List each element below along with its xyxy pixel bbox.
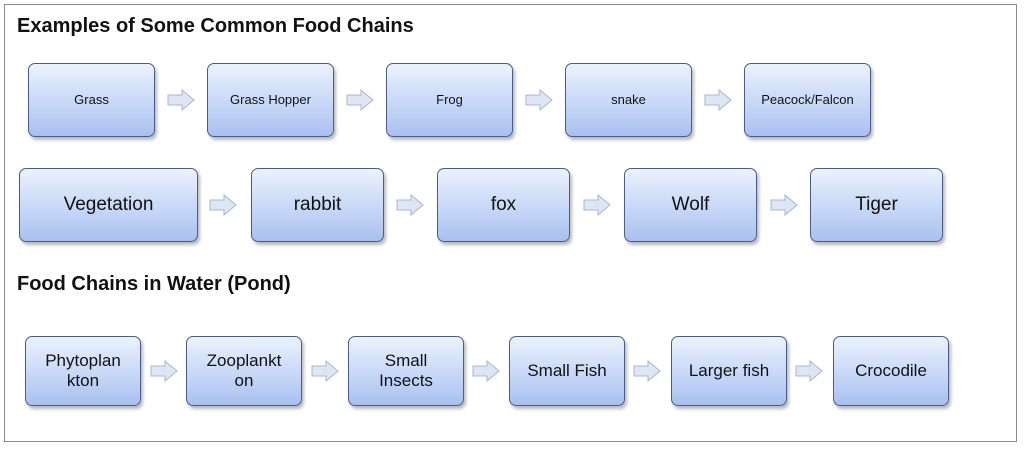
chain-node-label: Frog	[436, 92, 463, 108]
chain-node-label: Small Insects	[379, 350, 433, 390]
right-arrow-icon	[704, 89, 732, 111]
right-arrow-icon	[583, 194, 611, 216]
chain-node-label: Small Fish	[527, 360, 607, 380]
chain-node-wolf: Wolf	[624, 168, 757, 242]
chain-node-frog: Frog	[386, 63, 513, 137]
chain-node-label: Peacock/Falcon	[761, 92, 854, 108]
right-arrow-icon	[472, 360, 500, 382]
chain-node-label: Larger fish	[688, 360, 770, 380]
right-arrow-icon	[795, 360, 823, 382]
chain-node-phytoplankton: Phytoplan kton	[25, 336, 141, 406]
chain-node-label: Tiger	[855, 193, 898, 215]
chain-node-label: rabbit	[293, 193, 342, 215]
heading-common-food-chains: Examples of Some Common Food Chains	[17, 15, 414, 37]
chain-node-grass: Grass	[28, 63, 155, 137]
food-chain-row-grass: Grass Grass Hopper Frog snake Peacock/Fa…	[5, 5, 1016, 441]
chain-node-rabbit: rabbit	[251, 168, 384, 242]
chain-node-fox: fox	[437, 168, 570, 242]
diagram-frame: Examples of Some Common Food Chains Gras…	[4, 4, 1017, 442]
chain-node-label: snake	[611, 92, 646, 108]
chain-node-crocodile: Crocodile	[833, 336, 949, 406]
chain-node-label: Vegetation	[63, 193, 154, 215]
right-arrow-icon	[396, 194, 424, 216]
chain-node-small-insects: Small Insects	[348, 336, 464, 406]
chain-node-vegetation: Vegetation	[19, 168, 198, 242]
chain-node-label: fox	[490, 193, 517, 215]
chain-node-tiger: Tiger	[810, 168, 943, 242]
right-arrow-icon	[167, 89, 195, 111]
right-arrow-icon	[525, 89, 553, 111]
right-arrow-icon	[633, 360, 661, 382]
right-arrow-icon	[346, 89, 374, 111]
food-chain-row-vegetation: Vegetation rabbit fox Wolf Tiger	[5, 5, 1016, 441]
food-chain-row-pond: Phytoplan kton Zooplankt on Small Insect…	[5, 5, 1016, 441]
chain-node-small-fish: Small Fish	[509, 336, 625, 406]
chain-node-snake: snake	[565, 63, 692, 137]
right-arrow-icon	[209, 194, 237, 216]
right-arrow-icon	[150, 360, 178, 382]
chain-node-label: Wolf	[671, 193, 710, 215]
chain-node-larger-fish: Larger fish	[671, 336, 787, 406]
chain-node-label: Phytoplan kton	[45, 350, 121, 390]
right-arrow-icon	[311, 360, 339, 382]
chain-node-label: Crocodile	[855, 360, 927, 380]
chain-node-label: Zooplankt on	[206, 350, 282, 390]
chain-node-label: Grass	[74, 92, 109, 108]
chain-node-peacock-falcon: Peacock/Falcon	[744, 63, 871, 137]
chain-node-zooplankton: Zooplankt on	[186, 336, 302, 406]
chain-node-grass-hopper: Grass Hopper	[207, 63, 334, 137]
chain-node-label: Grass Hopper	[230, 92, 311, 108]
right-arrow-icon	[770, 194, 798, 216]
heading-food-chains-water: Food Chains in Water (Pond)	[17, 273, 291, 295]
